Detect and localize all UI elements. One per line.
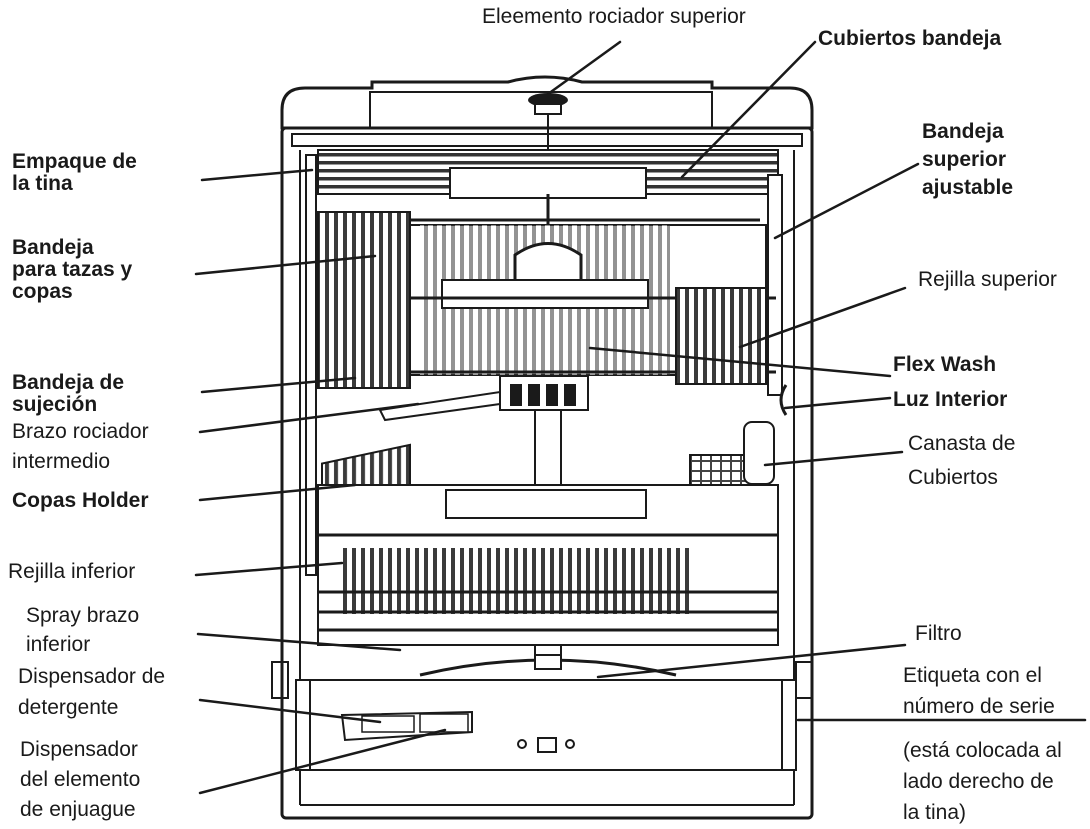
utensil-tray xyxy=(317,149,779,199)
label-serial-note: (está colocada al lado derecho de la tin… xyxy=(903,739,1068,824)
label-lower-spray-arm: Spray brazo inferior xyxy=(26,604,145,656)
label-flex-wash: Flex Wash xyxy=(893,353,996,376)
door-latch xyxy=(517,737,575,753)
lower-spray-arm xyxy=(419,654,677,677)
rinse-dispenser xyxy=(419,713,469,733)
label-rinse-dispenser: Dispensador del elemento de enjuague xyxy=(20,738,146,821)
label-detergent-dispenser: Dispensador de detergente xyxy=(18,665,171,719)
label-serial-label: Etiqueta con el número de serie xyxy=(903,664,1055,718)
label-lower-rack: Rejilla inferior xyxy=(8,560,135,583)
top-spray-element xyxy=(528,93,568,150)
label-holding-tray: Bandeja de sujeción xyxy=(12,371,130,416)
label-silverware-basket: Canasta de Cubiertos xyxy=(908,432,1021,489)
adjustable-upper-tray xyxy=(767,174,783,396)
label-cup-rack: Bandeja para tazas y copas xyxy=(12,236,138,303)
label-utensil-tray: Cubiertos bandeja xyxy=(818,27,1002,50)
labels: Eleemento rociador superior Cubiertos ba… xyxy=(8,5,1068,824)
label-interior-light: Luz Interior xyxy=(893,388,1007,411)
tub-gasket xyxy=(305,154,317,576)
flex-wash-connectors xyxy=(499,375,589,411)
label-filter: Filtro xyxy=(915,622,962,645)
label-mid-spray-arm: Brazo rociador intermedio xyxy=(12,420,154,473)
dishwasher-door xyxy=(295,679,797,771)
label-stemware-holder: Copas Holder xyxy=(12,489,149,512)
cup-shelf xyxy=(317,211,767,389)
label-upper-rack: Rejilla superior xyxy=(918,268,1057,291)
label-tub-gasket: Empaque de la tina xyxy=(12,150,143,195)
label-adjustable-tray: Bandeja superior ajustable xyxy=(922,120,1013,199)
interior-light xyxy=(779,384,788,416)
lower-rack xyxy=(317,484,779,646)
label-top-spray: Eleemento rociador superior xyxy=(482,5,746,28)
leader-lines xyxy=(194,40,1087,795)
